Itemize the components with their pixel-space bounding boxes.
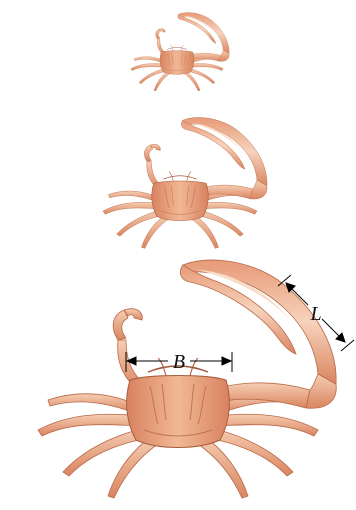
claw-length-label: L — [309, 303, 321, 325]
small-crab — [131, 12, 229, 91]
large-crab — [38, 260, 336, 498]
medium-crab — [103, 118, 267, 249]
width-label: B — [173, 351, 185, 373]
